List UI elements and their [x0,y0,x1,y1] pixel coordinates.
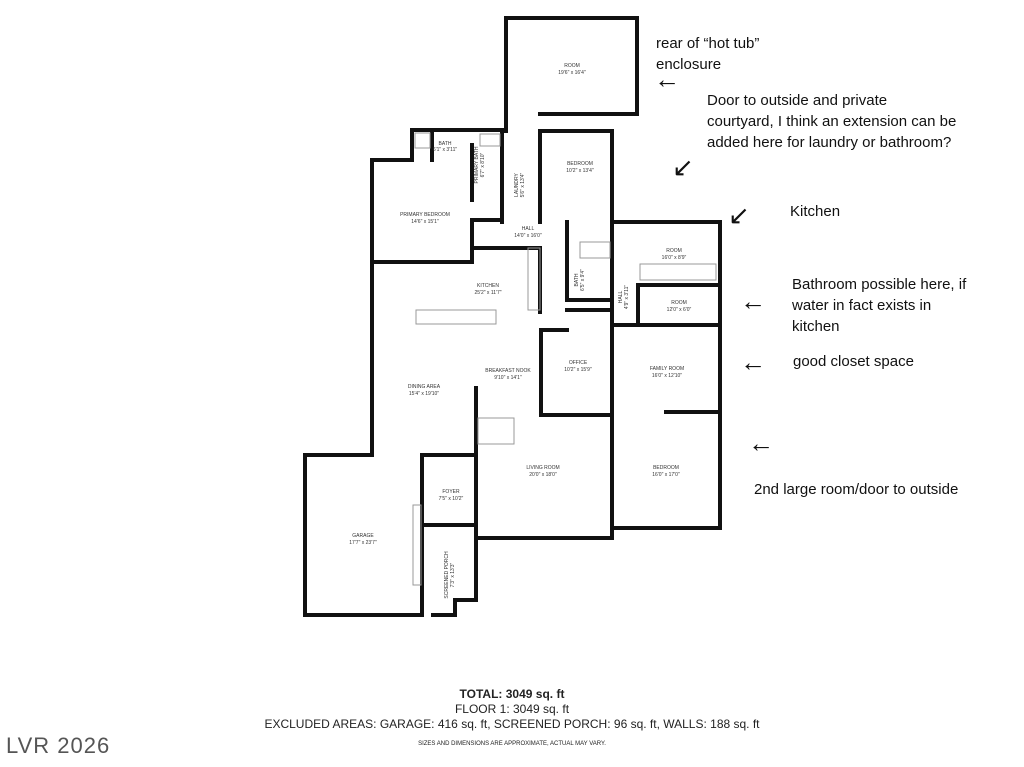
room-label: BATH6'5" x 9'4" [574,269,586,291]
note-large-room: 2nd large room/door to outside [754,481,959,498]
room-label: PRIMARY BATH6'7" x 8'10" [474,146,486,183]
total-area: TOTAL: 3049 sq. ft [459,687,565,701]
arrow-left-icon: ← [740,286,766,316]
floor-area: FLOOR 1: 3049 sq. ft [454,702,570,716]
fixtures [412,132,717,586]
arrow-down-left-icon: ↙ [672,152,694,182]
note-bathroom: Bathroom possible here, if water in fact… [792,276,967,335]
note-hot-tub: rear of “hot tub” enclosure [656,35,760,73]
note-closet: good closet space [793,353,914,370]
arrow-left-icon: ← [740,347,766,377]
note-courtyard: Door to outside and private courtyard, I… [707,92,957,151]
disclaimer: SIZES AND DIMENSIONS ARE APPROXIMATE, AC… [418,741,606,747]
room-label: LAUNDRY5'6" x 13'4" [514,172,526,197]
arrow-down-left-icon: ↙ [728,200,750,230]
note-kitchen: Kitchen [790,203,841,220]
walls [303,16,722,617]
excluded-areas: EXCLUDED AREAS: GARAGE: 416 sq. ft, SCRE… [264,717,760,731]
arrow-left-icon: ← [654,64,680,94]
watermark: LVR 2026 [6,733,111,758]
room-label: SCREENED PORCH7'3" x 13'3" [444,551,456,599]
arrow-left-icon: ← [748,428,774,458]
room-label: HALL4'9" x 3'11" [618,285,630,309]
